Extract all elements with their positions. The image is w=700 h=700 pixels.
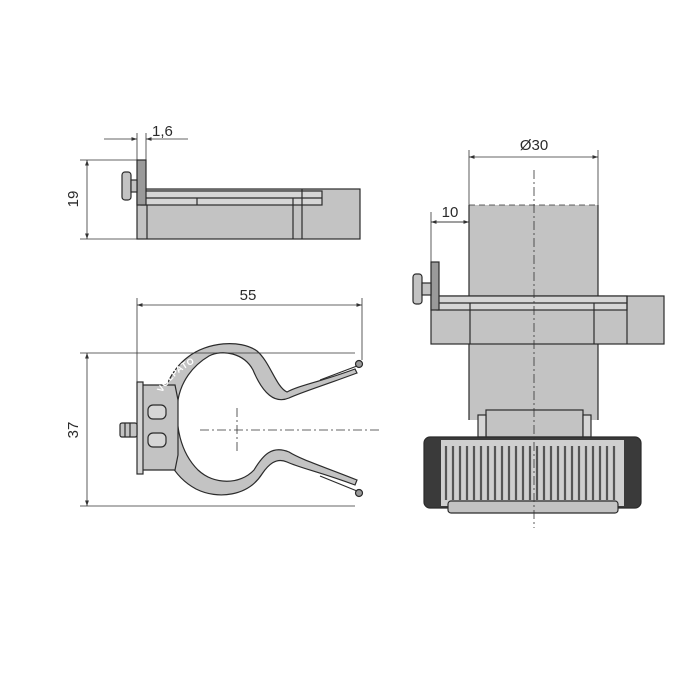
leg-collar bbox=[485, 409, 584, 438]
mounted-adjust-knob bbox=[412, 273, 423, 305]
wire-tip-top bbox=[354, 359, 364, 369]
mounting-block bbox=[139, 384, 179, 471]
dim-clip-width: 55 bbox=[240, 287, 257, 304]
mounting-screw bbox=[119, 422, 138, 438]
wire-tip-bottom bbox=[354, 488, 364, 498]
dim-tube-diameter: Ø30 bbox=[520, 137, 548, 154]
leg-assembly-view: Ø30 10 bbox=[412, 137, 665, 528]
adjustable-foot bbox=[423, 436, 642, 514]
dim-thickness: 1,6 bbox=[152, 123, 173, 140]
clip-side-view: 1,6 19 bbox=[65, 123, 361, 240]
adjust-knob bbox=[121, 171, 132, 201]
dim-clip-depth: 37 bbox=[65, 422, 82, 439]
clip-top-view: VOLPATO 55 37 bbox=[65, 287, 380, 507]
dim-clip-height: 19 bbox=[65, 191, 82, 208]
clip-back-plate bbox=[136, 159, 147, 206]
dim-offset: 10 bbox=[442, 204, 459, 221]
